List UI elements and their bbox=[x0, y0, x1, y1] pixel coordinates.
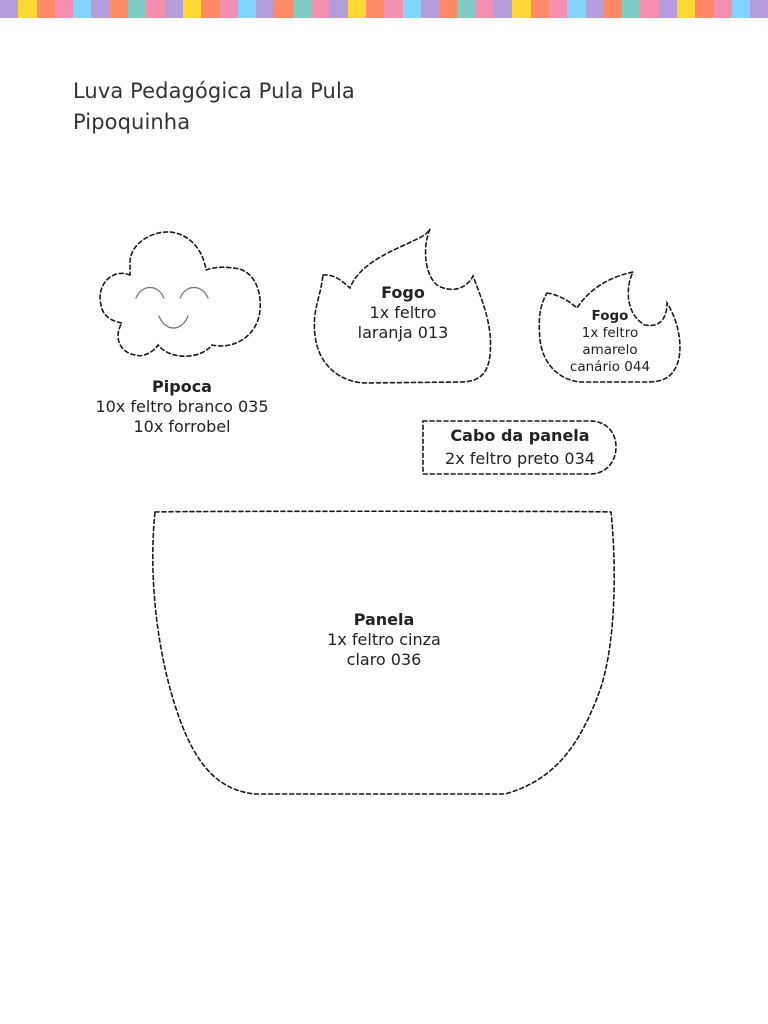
stripe-segment bbox=[0, 0, 19, 18]
fogo-large-material-2: laranja 013 bbox=[357, 323, 449, 342]
stripe-segment bbox=[274, 0, 293, 18]
decorative-color-stripe bbox=[0, 0, 768, 18]
stripe-segment bbox=[420, 0, 440, 18]
cabo-outline bbox=[422, 420, 617, 475]
cabo-material-1: 2x feltro preto 034 bbox=[445, 449, 595, 468]
stripe-segment bbox=[201, 0, 220, 18]
stripe-segment bbox=[347, 0, 366, 18]
stripe-segment bbox=[676, 0, 696, 18]
fogo-small-material-1: 1x feltro bbox=[581, 325, 639, 341]
stripe-segment bbox=[512, 0, 531, 18]
stripe-segment bbox=[475, 0, 495, 18]
fogo-large-label: Fogo 1x feltro laranja 013 bbox=[343, 283, 463, 343]
cabo-label: Cabo da panela 2x feltro preto 034 bbox=[425, 426, 615, 469]
stripe-segment bbox=[439, 0, 458, 18]
document-title-line-1: Luva Pedagógica Pula Pula bbox=[73, 79, 355, 103]
stripe-segment bbox=[329, 0, 348, 18]
stripe-segment bbox=[18, 0, 37, 18]
fogo-small-outline bbox=[538, 270, 681, 383]
fogo-large-name: Fogo bbox=[381, 283, 425, 302]
panela-material-1: 1x feltro cinza bbox=[327, 630, 441, 649]
fogo-small-name: Fogo bbox=[591, 308, 629, 324]
fogo-large-material-1: 1x feltro bbox=[369, 303, 437, 322]
stripe-segment bbox=[365, 0, 385, 18]
stripe-segment bbox=[622, 0, 641, 18]
pipoca-name: Pipoca bbox=[152, 377, 212, 396]
stripe-segment bbox=[73, 0, 92, 18]
pipoca-smile bbox=[158, 315, 189, 329]
pipoca-right-eye bbox=[179, 286, 209, 299]
pipoca-outline bbox=[99, 231, 261, 357]
document-title-line-2: Pipoquinha bbox=[73, 110, 191, 134]
fogo-small-material-2: amarelo bbox=[582, 342, 638, 358]
stripe-segment bbox=[384, 0, 403, 18]
stripe-segment bbox=[256, 0, 275, 18]
stripe-segment bbox=[402, 0, 421, 18]
fogo-small-material-3: canário 044 bbox=[569, 359, 651, 375]
stripe-segment bbox=[311, 0, 330, 18]
pipoca-material-1: 10x feltro branco 035 bbox=[95, 397, 269, 416]
fogo-large-outline bbox=[313, 228, 492, 384]
panela-name: Panela bbox=[353, 610, 415, 629]
stripe-segment bbox=[54, 0, 74, 18]
fogo-small-label: Fogo 1x feltro amarelo canário 044 bbox=[560, 308, 660, 376]
stripe-segment bbox=[164, 0, 183, 18]
pipoca-left-eye bbox=[135, 286, 165, 299]
stripe-segment bbox=[713, 0, 732, 18]
stripe-segment bbox=[457, 0, 476, 18]
cabo-name: Cabo da panela bbox=[450, 426, 590, 445]
stripe-segment bbox=[603, 0, 623, 18]
pipoca-label: Pipoca 10x feltro branco 035 10x forrobe… bbox=[82, 377, 282, 437]
stripe-segment bbox=[585, 0, 604, 18]
stripe-segment bbox=[128, 0, 147, 18]
panela-label: Panela 1x feltro cinza claro 036 bbox=[304, 610, 464, 670]
stripe-segment bbox=[146, 0, 165, 18]
stripe-segment bbox=[567, 0, 586, 18]
stripe-segment bbox=[219, 0, 238, 18]
stripe-segment bbox=[182, 0, 202, 18]
stripe-segment bbox=[731, 0, 751, 18]
panela-outline bbox=[152, 510, 615, 795]
stripe-segment bbox=[36, 0, 55, 18]
stripe-segment bbox=[750, 0, 768, 18]
stripe-segment bbox=[109, 0, 129, 18]
stripe-segment bbox=[640, 0, 659, 18]
stripe-segment bbox=[695, 0, 714, 18]
stripe-segment bbox=[530, 0, 549, 18]
stripe-segment bbox=[658, 0, 677, 18]
stripe-segment bbox=[494, 0, 513, 18]
stripe-segment bbox=[548, 0, 568, 18]
panela-material-2: claro 036 bbox=[346, 650, 422, 669]
stripe-segment bbox=[292, 0, 312, 18]
stripe-segment bbox=[91, 0, 110, 18]
pipoca-material-2: 10x forrobel bbox=[133, 417, 231, 436]
stripe-segment bbox=[237, 0, 257, 18]
